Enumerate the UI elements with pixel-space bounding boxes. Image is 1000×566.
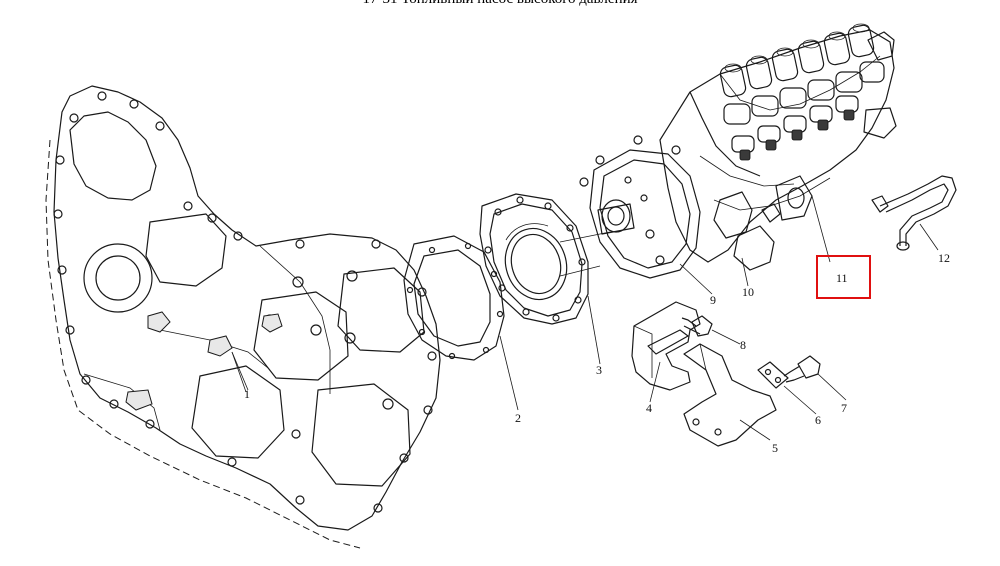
pump-flange bbox=[579, 135, 701, 279]
callout-12: 12 bbox=[938, 251, 950, 265]
callout-9: 9 bbox=[710, 293, 716, 307]
washer-plate bbox=[757, 361, 789, 389]
gasket bbox=[403, 235, 505, 361]
bolt-7 bbox=[783, 355, 821, 383]
callout-7: 7 bbox=[841, 401, 847, 415]
injector-outlets bbox=[719, 23, 885, 161]
fuel-line-bracket bbox=[871, 175, 957, 251]
injection-pump-body bbox=[659, 23, 897, 271]
leader-lines bbox=[231, 195, 939, 441]
callout-2: 2 bbox=[515, 411, 521, 425]
gear-housing bbox=[45, 85, 441, 549]
callout-10: 10 bbox=[742, 285, 754, 299]
highlight-box bbox=[816, 255, 871, 299]
callout-3: 3 bbox=[596, 363, 602, 377]
bolt-8 bbox=[681, 315, 713, 337]
callout-6: 6 bbox=[815, 413, 821, 427]
callouts: 1 2 3 4 5 6 7 8 9 10 11 12 bbox=[244, 251, 950, 455]
callout-5: 5 bbox=[772, 441, 778, 455]
mounting-plate bbox=[683, 343, 777, 447]
diagram-title: 17-31 Топливный насос высокого давления bbox=[0, 0, 1000, 8]
callout-1: 1 bbox=[244, 387, 250, 401]
callout-11: 11 bbox=[836, 271, 848, 285]
adapter-flange bbox=[479, 193, 611, 325]
support-bracket bbox=[631, 301, 701, 391]
callout-8: 8 bbox=[740, 338, 746, 352]
callout-4: 4 bbox=[646, 401, 652, 415]
